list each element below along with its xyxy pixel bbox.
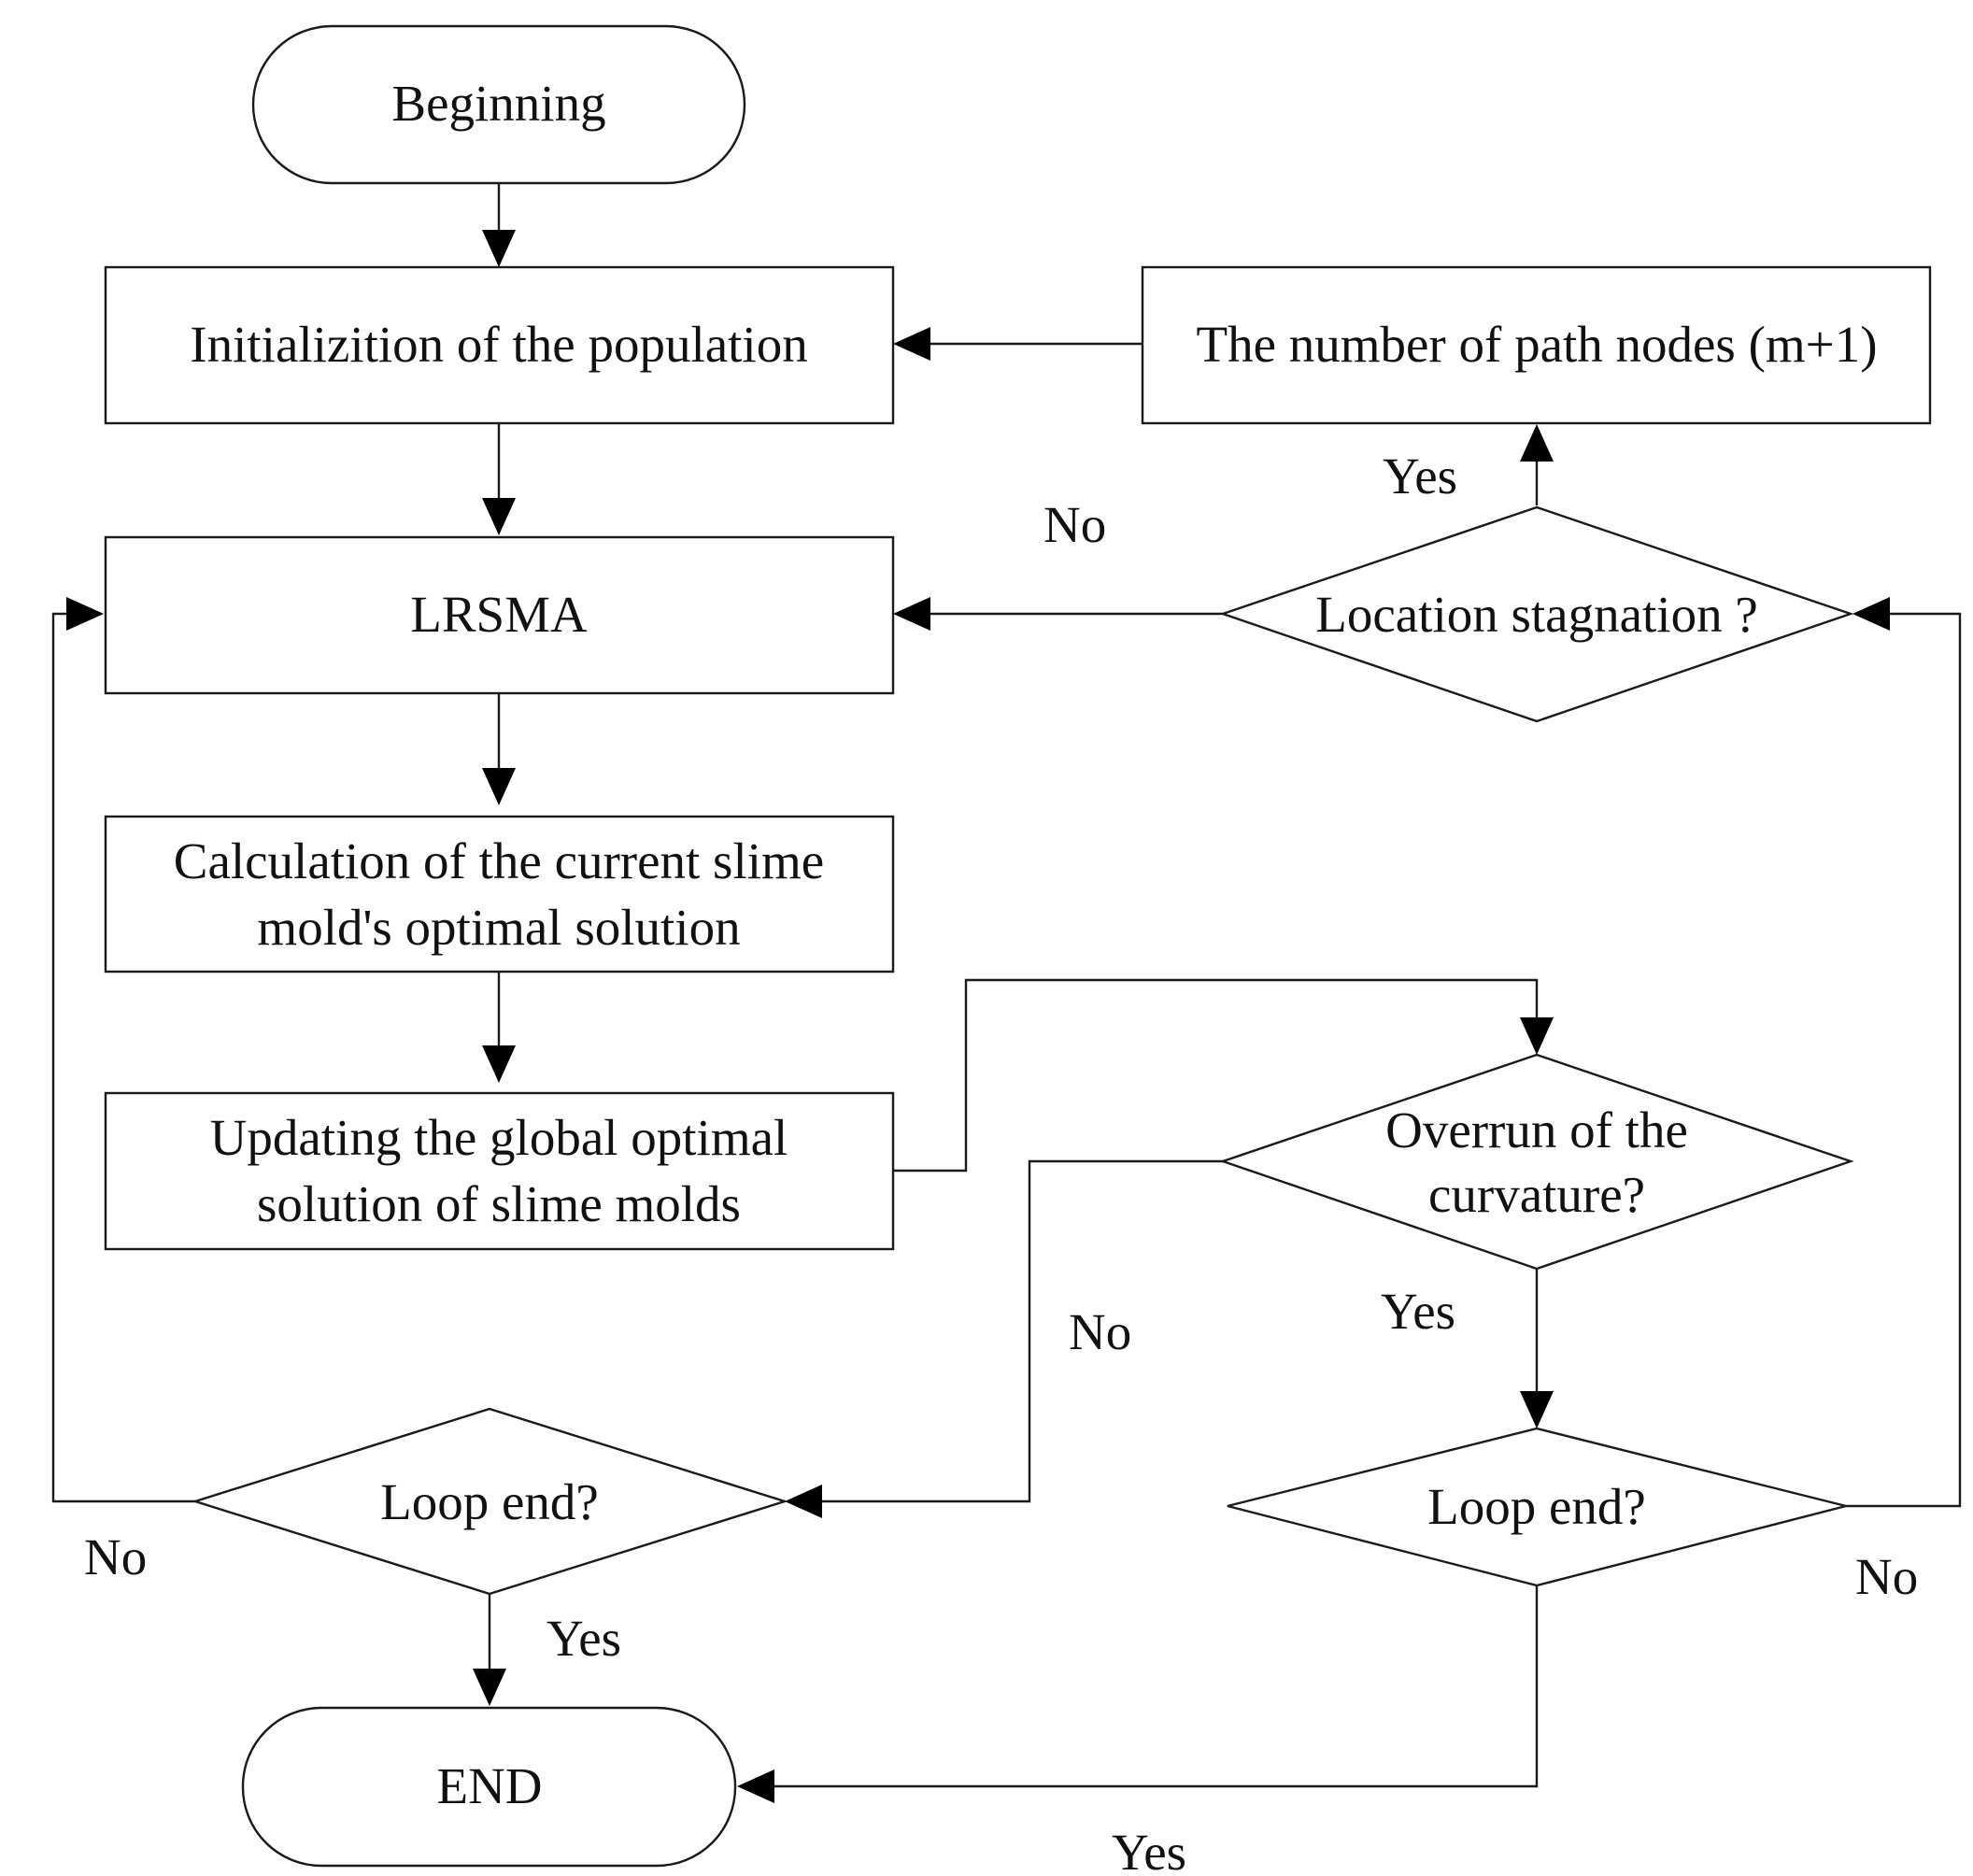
node-update-global: Updating the global optimal solution of … xyxy=(104,1091,895,1251)
connector-loopright-no-to-stagnation xyxy=(1846,612,1962,1508)
calc-current-label-line1: Calculation of the current slime xyxy=(174,832,824,889)
edge-labels: Yes No No Yes No Yes No Yes xyxy=(84,448,1918,1876)
node-init-population: Initializition of the population xyxy=(104,265,895,425)
overrun-no-label: No xyxy=(1069,1303,1131,1360)
node-beginning: Beginning xyxy=(251,24,746,185)
arrowhead-into-loopright-top xyxy=(1520,1391,1554,1428)
path-nodes-label: The number of path nodes (m+1) xyxy=(1196,316,1877,373)
loop-left-yes-label: Yes xyxy=(546,1610,621,1667)
loop-right-no-label: No xyxy=(1855,1548,1918,1605)
node-calc-current: Calculation of the current slime mold's … xyxy=(104,815,895,974)
decision-diamond xyxy=(191,1407,789,1596)
overrun-label-line1: Overrun of the xyxy=(1385,1101,1688,1158)
arrowhead-into-calc-top xyxy=(482,768,516,805)
overrun-label-line2: curvature? xyxy=(1428,1166,1645,1223)
terminator-shape xyxy=(241,1706,737,1868)
arrowhead-into-lrsma-left xyxy=(66,597,104,631)
node-location-stagnation: Location stagnation ? xyxy=(1219,505,1854,723)
decision-diamond xyxy=(1219,505,1854,723)
lrsma-label: LRSMA xyxy=(410,586,588,643)
connector-update-to-overrun xyxy=(892,978,1539,1172)
init-population-label: Initializition of the population xyxy=(190,316,807,373)
location-stagnation-label: Location stagnation ? xyxy=(1315,586,1757,643)
connector-loopright-yes-to-end xyxy=(773,1585,1539,1788)
update-global-label-line1: Updating the global optimal xyxy=(210,1109,788,1166)
arrowhead-into-stagnation-right xyxy=(1852,597,1890,631)
calc-current-label-line2: mold's optimal solution xyxy=(257,899,740,956)
node-overrun-curvature: Overrun of the curvature? xyxy=(1219,1053,1854,1271)
loop-end-right-label: Loop end? xyxy=(1427,1478,1646,1535)
stagnation-no-label: No xyxy=(1043,496,1106,553)
node-path-nodes: The number of path nodes (m+1) xyxy=(1141,265,1932,425)
stagnation-yes-label: Yes xyxy=(1383,448,1457,505)
node-loop-end-left: Loop end? xyxy=(191,1407,789,1596)
connector-loopleft-no-to-lrsma xyxy=(51,612,195,1503)
arrowhead-into-init-top xyxy=(482,230,516,267)
process-box xyxy=(104,1091,895,1251)
arrowhead-into-end-right xyxy=(737,1769,774,1803)
connectors xyxy=(51,183,1962,1788)
node-lrsma: LRSMA xyxy=(104,535,895,695)
process-box xyxy=(1141,265,1932,425)
decision-diamond xyxy=(1219,1053,1854,1271)
arrowhead-into-overrun-top xyxy=(1520,1017,1554,1055)
loop-left-no-label: No xyxy=(84,1528,147,1585)
arrowhead-into-lrsma-right xyxy=(893,597,930,631)
node-end: END xyxy=(241,1706,737,1868)
arrowheads xyxy=(66,230,1890,1803)
loop-end-left-label: Loop end? xyxy=(380,1473,599,1530)
process-box xyxy=(104,535,895,695)
arrowhead-into-update-top xyxy=(482,1045,516,1083)
process-box xyxy=(104,815,895,974)
node-loop-end-right: Loop end? xyxy=(1227,1427,1847,1587)
end-label: END xyxy=(436,1757,542,1814)
loop-right-yes-label: Yes xyxy=(1112,1824,1186,1876)
arrowhead-into-lrsma-top xyxy=(482,498,516,535)
decision-diamond xyxy=(1227,1427,1847,1587)
overrun-yes-label: Yes xyxy=(1381,1283,1455,1340)
update-global-label-line2: solution of slime molds xyxy=(257,1175,741,1232)
beginning-label: Beginning xyxy=(391,75,605,132)
arrowhead-into-end-top xyxy=(473,1669,506,1706)
terminator-shape xyxy=(251,24,746,185)
process-box xyxy=(104,265,895,425)
arrowhead-into-loopleft-right xyxy=(785,1485,822,1518)
connector-overrun-no-to-loopleft xyxy=(822,1159,1223,1503)
arrowhead-into-init-right xyxy=(893,327,930,361)
arrowhead-into-pathnodes-bottom xyxy=(1520,424,1554,462)
